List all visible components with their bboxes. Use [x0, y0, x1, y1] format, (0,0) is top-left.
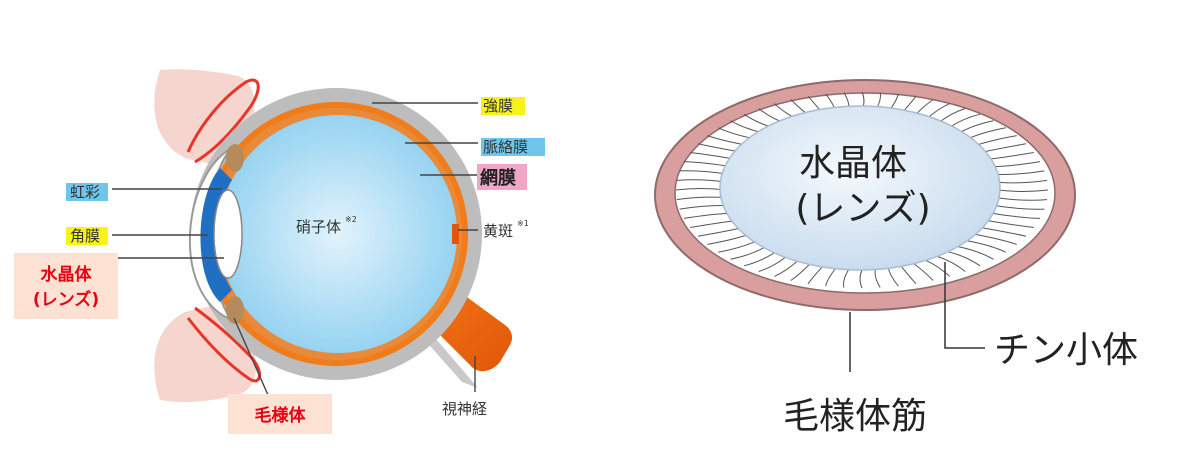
vitreous-body	[219, 115, 457, 353]
label-kosai: 虹彩	[70, 183, 100, 201]
zonule-fiber	[859, 269, 863, 289]
macula	[452, 224, 459, 244]
zonule-fiber	[913, 263, 934, 281]
zonule-fiber	[997, 179, 1048, 184]
label-moyotaikin: 毛様体筋	[783, 396, 927, 437]
highlight-myakurakumaku	[481, 138, 545, 156]
label-moyotai: 毛様体	[255, 405, 307, 426]
crystalline-lens	[213, 189, 243, 279]
label-shoshitai-note: ※2	[345, 215, 357, 224]
zonule-fiber	[987, 220, 1034, 228]
label-chin-shotai: チン小体	[994, 330, 1138, 371]
zonule-fiber	[743, 251, 776, 267]
leader-chin-shotai	[944, 262, 985, 349]
zonule-fiber	[948, 251, 981, 267]
label-suishotai-line2: (レンズ)	[33, 289, 99, 310]
zonule-fiber	[901, 266, 917, 285]
eye-cross-section: 強膜 脈絡膜 網膜 黄斑 ※1 硝子体 ※2 虹彩 角膜 水晶体 (レンズ) 毛…	[14, 69, 545, 434]
zonule-fiber	[975, 233, 1017, 245]
upper-eyelid-outline	[186, 78, 260, 164]
zonule-fiber	[995, 170, 1045, 175]
zonule-fiber	[888, 268, 899, 287]
highlight-momaku	[477, 164, 527, 190]
label-kohan-note: ※1	[517, 219, 529, 228]
highlight-kakumaku	[66, 227, 108, 245]
zonule-fiber	[937, 256, 966, 272]
ciliary-body-bottom	[226, 296, 244, 324]
label-lens-line1: 水晶体	[799, 143, 907, 184]
label-suishotai-line1: 水晶体	[41, 264, 93, 285]
zonule-fiber	[774, 260, 799, 277]
highlight-suishotai	[14, 253, 118, 319]
label-lens-line2: (レンズ)	[795, 188, 930, 229]
ciliary-body-top	[226, 144, 244, 172]
label-myakurakumaku: 脈絡膜	[483, 138, 528, 156]
zonule-fiber	[997, 189, 1049, 192]
lens-zonule-illustration: 水晶体 (レンズ) チン小体 毛様体筋	[654, 79, 1138, 437]
label-shishinkei: 視神経	[442, 400, 487, 418]
zonule-fiber	[874, 269, 881, 288]
label-kakumaku: 角膜	[70, 227, 100, 245]
zonule-fiber	[967, 240, 1007, 253]
zonule-fiber	[790, 263, 811, 281]
zonule-fiber	[997, 197, 1048, 201]
zonule-fiber	[925, 260, 951, 277]
highlight-kosai	[66, 183, 108, 201]
zonule-fiber	[825, 268, 836, 287]
label-kohan: 黄斑	[483, 222, 513, 240]
highlight-moyotai	[228, 394, 332, 434]
zonule-fiber	[758, 256, 787, 272]
zonule-fiber	[981, 227, 1027, 237]
label-kyomaku: 強膜	[483, 97, 513, 115]
zonule-fiber	[843, 269, 850, 288]
zonule-fiber	[995, 205, 1045, 210]
lower-eyelid-outline	[186, 306, 261, 383]
highlight-kyomaku	[481, 97, 525, 115]
zonule-fiber	[958, 246, 994, 260]
label-momaku: 網膜	[480, 167, 516, 189]
leader-lines	[112, 102, 478, 396]
lens-body	[719, 105, 1001, 271]
zonule-fiber	[807, 266, 823, 285]
zonule-fiber	[992, 212, 1041, 219]
label-shoshitai: 硝子体	[296, 218, 341, 236]
